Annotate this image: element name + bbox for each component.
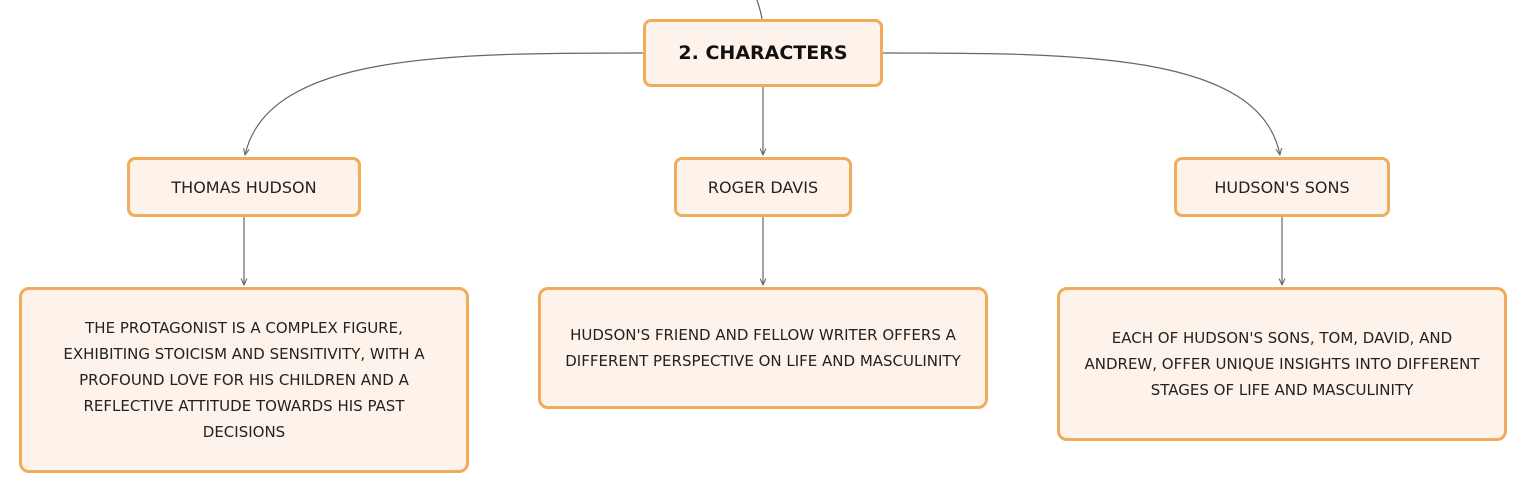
detail-hudsons-sons[interactable]: EACH OF HUDSON'S SONS, TOM, DAVID, AND A… bbox=[1057, 287, 1507, 441]
root-node-label: 2. CHARACTERS bbox=[678, 42, 848, 64]
node-label: HUDSON'S SONS bbox=[1214, 177, 1350, 197]
node-thomas-hudson[interactable]: THOMAS HUDSON bbox=[127, 157, 361, 217]
connector-from-parent bbox=[756, 0, 763, 20]
node-label: ROGER DAVIS bbox=[707, 177, 819, 197]
connector-root-sons bbox=[882, 52, 1280, 155]
root-node-characters[interactable]: 2. CHARACTERS bbox=[643, 19, 883, 87]
detail-roger-davis[interactable]: HUDSON'S FRIEND AND FELLOW WRITER OFFERS… bbox=[538, 287, 988, 409]
detail-text: THE PROTAGONIST IS A COMPLEX FIGURE, EXH… bbox=[63, 319, 425, 441]
node-label: THOMAS HUDSON bbox=[171, 177, 317, 197]
detail-thomas-hudson[interactable]: THE PROTAGONIST IS A COMPLEX FIGURE, EXH… bbox=[19, 287, 469, 473]
node-roger-davis[interactable]: ROGER DAVIS bbox=[674, 157, 852, 217]
connector-root-thomas bbox=[245, 52, 644, 155]
node-hudsons-sons[interactable]: HUDSON'S SONS bbox=[1174, 157, 1390, 217]
detail-text: HUDSON'S FRIEND AND FELLOW WRITER OFFERS… bbox=[565, 326, 961, 370]
detail-text: EACH OF HUDSON'S SONS, TOM, DAVID, AND A… bbox=[1084, 329, 1480, 399]
